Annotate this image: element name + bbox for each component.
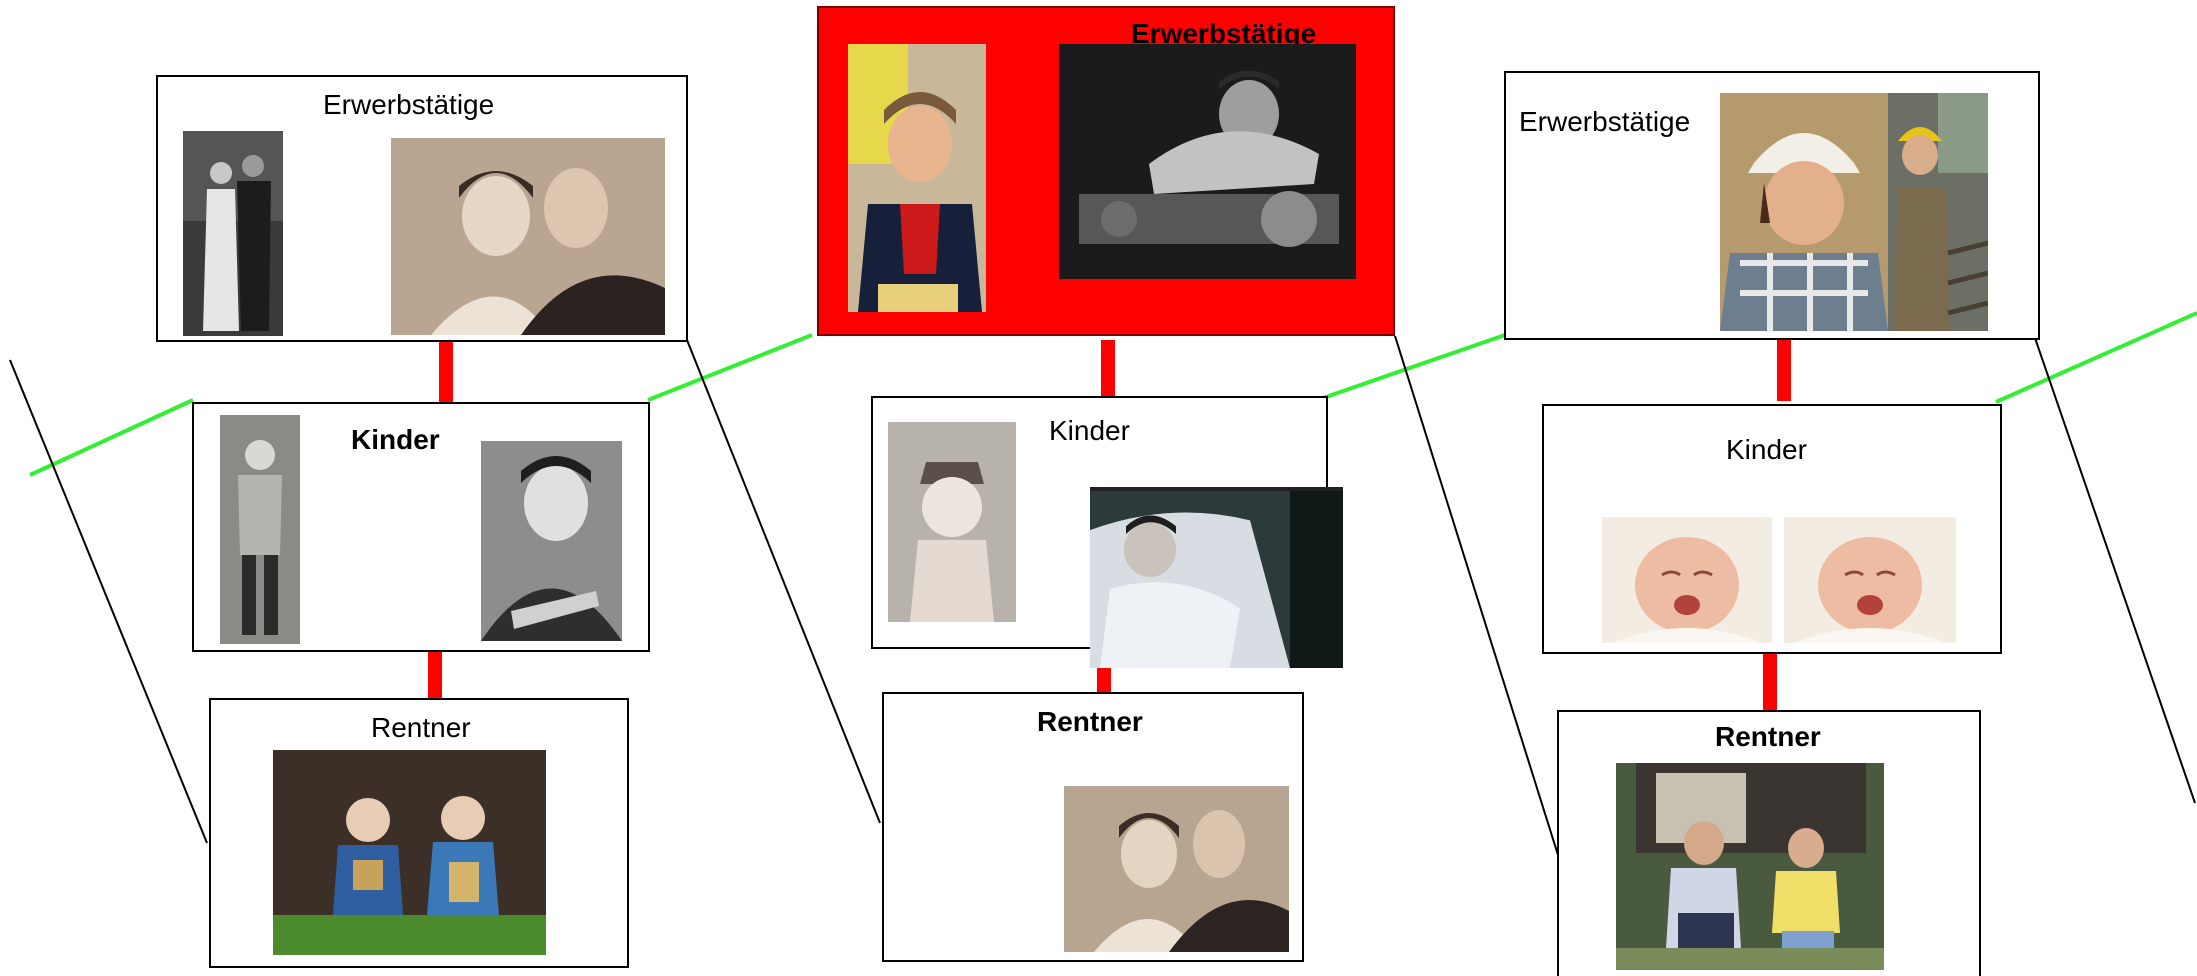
rentner-label: Rentner bbox=[1037, 706, 1143, 737]
connector bbox=[1777, 340, 1791, 401]
kinder-label: Kinder bbox=[351, 424, 440, 455]
timeline-segment bbox=[1995, 311, 2197, 404]
erwerb-box-2: Erwerbstätige bbox=[817, 6, 1395, 336]
connector bbox=[439, 342, 453, 404]
divider-line bbox=[686, 339, 881, 824]
crying-baby-photo bbox=[1784, 517, 1956, 643]
divider-line bbox=[2034, 337, 2196, 804]
erwerb-label: Erwerbstätige bbox=[1131, 18, 1317, 49]
boy-photo bbox=[220, 415, 300, 644]
couple-standing-photo bbox=[183, 131, 283, 336]
rentner-label: Rentner bbox=[1715, 721, 1821, 752]
erwerb-label: Erwerbstätige bbox=[323, 89, 495, 120]
smiling-woman-photo bbox=[481, 441, 622, 641]
rentner-box-1: Rentner bbox=[209, 698, 629, 968]
connector bbox=[1097, 665, 1111, 693]
rentner-box-2: Rentner bbox=[882, 692, 1304, 962]
elderly-couple-photo bbox=[1616, 763, 1884, 970]
kinder-label: Kinder bbox=[1726, 434, 1807, 465]
erwerb-box-1: Erwerbstätige bbox=[156, 75, 688, 342]
kinder-box-3: Kinder bbox=[1542, 404, 2002, 654]
couple-portrait-photo bbox=[1064, 786, 1289, 952]
young-worker-photo bbox=[1888, 93, 1988, 331]
timeline-segment bbox=[29, 398, 194, 477]
woman-hardhat-photo bbox=[1720, 93, 1888, 331]
kinder-box-1: Kinder bbox=[192, 402, 650, 652]
woman-in-bed-photo bbox=[1090, 487, 1343, 668]
timeline-segment bbox=[1322, 333, 1506, 400]
couple-portrait-photo bbox=[391, 138, 665, 335]
woman-office-photo bbox=[848, 44, 986, 312]
connector bbox=[428, 652, 442, 700]
erwerb-box-3: Erwerbstätige bbox=[1504, 71, 2040, 340]
rentner-label: Rentner bbox=[371, 712, 471, 743]
garden-gnomes-photo bbox=[273, 750, 546, 955]
connector bbox=[1101, 340, 1115, 396]
connector bbox=[1763, 654, 1777, 710]
timeline-segment bbox=[647, 333, 813, 402]
rentner-box-3: Rentner bbox=[1557, 710, 1981, 976]
divider-line bbox=[1394, 335, 1559, 856]
kinder-label: Kinder bbox=[1049, 415, 1130, 446]
erwerb-label: Erwerbstätige bbox=[1519, 106, 1691, 137]
toddler-photo bbox=[888, 422, 1016, 622]
crying-baby-photo bbox=[1602, 517, 1772, 643]
machinist-photo bbox=[1059, 44, 1356, 279]
divider-line bbox=[9, 359, 208, 844]
